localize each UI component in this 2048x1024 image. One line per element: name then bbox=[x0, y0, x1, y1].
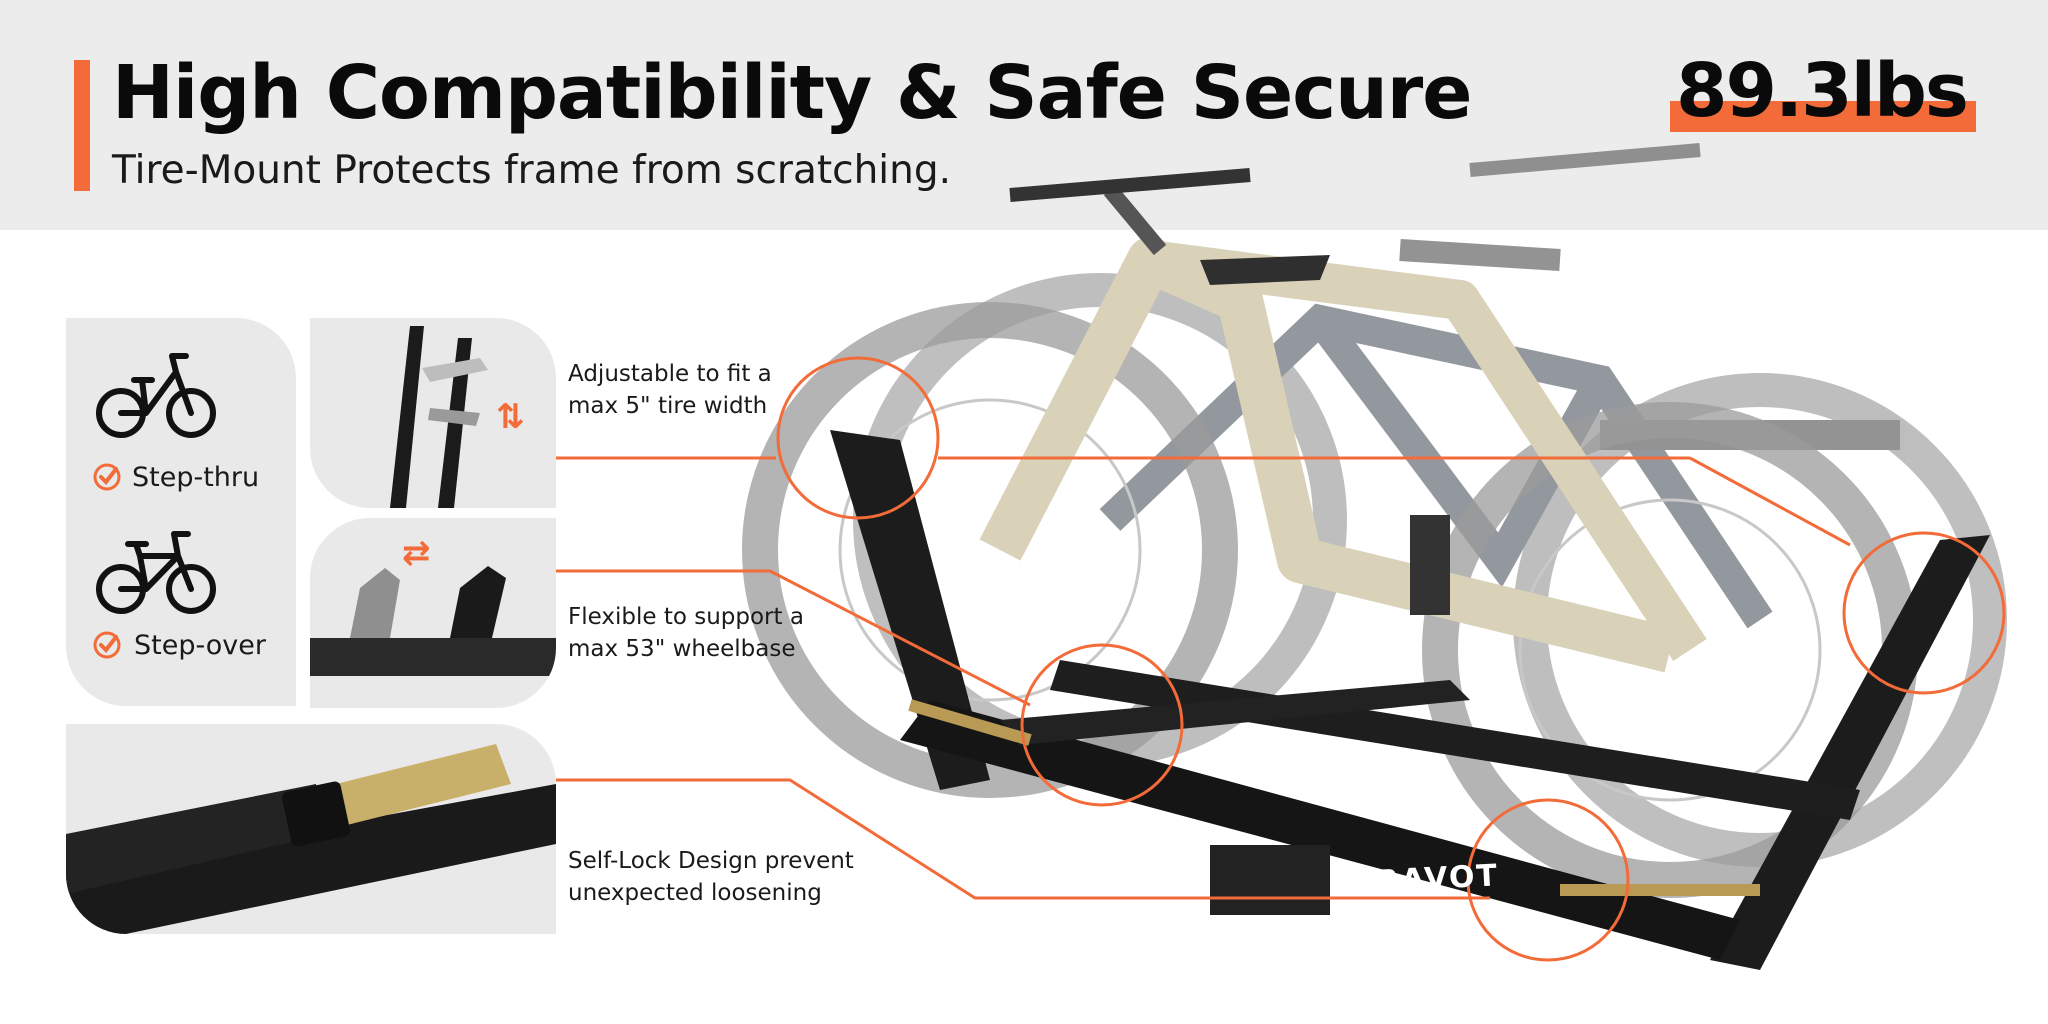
slide-arrows-icon: ⇄ bbox=[402, 533, 431, 573]
hitch-rack bbox=[830, 430, 1990, 970]
page-subtitle: Tire-Mount Protects frame from scratchin… bbox=[112, 148, 951, 193]
tire-width-detail-panel: ⇅ bbox=[310, 318, 556, 508]
ratchet-strap-photo bbox=[66, 744, 556, 934]
callout-circles bbox=[776, 356, 2006, 962]
check-icon bbox=[93, 631, 121, 659]
sliding-arm-photo: ⇄ bbox=[310, 533, 556, 676]
step-over-bike-icon bbox=[96, 531, 216, 614]
step-thru-bike-icon bbox=[96, 353, 216, 438]
feature-line: Flexible to support a bbox=[568, 604, 804, 630]
weight-highlight-bar bbox=[1670, 101, 1976, 132]
wheelbase-detail-panel: ⇄ bbox=[310, 518, 556, 708]
feature-line: unexpected loosening bbox=[568, 880, 822, 906]
tire-cradle-photo: ⇅ bbox=[390, 326, 525, 508]
step-thru-label: Step-thru bbox=[132, 462, 260, 493]
feature-line: Adjustable to fit a bbox=[568, 361, 772, 387]
feature-line: max 5" tire width bbox=[568, 393, 768, 419]
check-icon bbox=[93, 463, 121, 491]
feature-line: max 53" wheelbase bbox=[568, 636, 796, 662]
bike-types-panel: Step-thru Step-over bbox=[66, 318, 296, 706]
self-lock-detail-panel bbox=[66, 724, 556, 934]
feature-wheelbase: Flexible to support a max 53" wheelbase bbox=[568, 601, 804, 665]
callout-lines bbox=[556, 456, 1851, 900]
feature-tire-width: Adjustable to fit a max 5" tire width bbox=[568, 358, 772, 422]
adjust-arrows-icon: ⇅ bbox=[496, 397, 525, 437]
title-accent-bar bbox=[74, 60, 90, 191]
step-over-label: Step-over bbox=[134, 630, 266, 661]
feature-self-lock: Self-Lock Design prevent unexpected loos… bbox=[568, 845, 854, 909]
page-title: High Compatibility & Safe Secure bbox=[112, 50, 1472, 136]
weight-label: 89.3lbs bbox=[1676, 48, 1969, 134]
feature-line: Self-Lock Design prevent bbox=[568, 848, 854, 874]
